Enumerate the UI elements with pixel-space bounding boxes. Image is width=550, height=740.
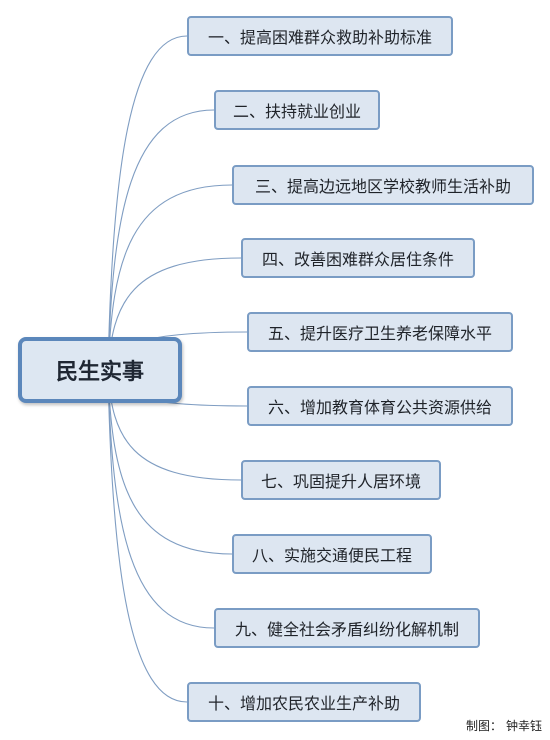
connector-line-1 (107, 35, 188, 373)
branch-topic-label: 四、改善困难群众居住条件 (261, 250, 454, 269)
branch-topic-7[interactable]: 七、巩固提升人居环境 (241, 460, 441, 500)
connector-line-10 (107, 371, 188, 703)
connector-line-9 (107, 371, 215, 629)
branch-topic-2[interactable]: 二、扶持就业创业 (214, 90, 380, 130)
branch-topic-4[interactable]: 四、改善困难群众居住条件 (241, 238, 475, 278)
branch-topic-label: 一、提高困难群众救助补助标准 (207, 28, 432, 47)
credit-author: 钟幸钰 (505, 719, 542, 733)
branch-topic-label: 七、巩固提升人居环境 (260, 472, 421, 491)
connector-line-3 (107, 184, 233, 373)
branch-topic-6[interactable]: 六、增加教育体育公共资源供给 (247, 386, 513, 426)
branch-topic-label: 五、提升医疗卫生养老保障水平 (267, 324, 492, 343)
branch-topic-label: 六、增加教育体育公共资源供给 (267, 398, 492, 417)
branch-topic-5[interactable]: 五、提升医疗卫生养老保障水平 (247, 312, 513, 352)
branch-topic-label: 二、扶持就业创业 (232, 102, 361, 121)
credit-caption: 制图：钟幸钰 (462, 717, 542, 734)
connector-line-2 (107, 109, 215, 373)
root-topic-label: 民生实事 (55, 360, 144, 385)
branch-topic-3[interactable]: 三、提高边远地区学校教师生活补助 (232, 165, 534, 205)
branch-topic-8[interactable]: 八、实施交通便民工程 (232, 534, 432, 574)
branch-topic-10[interactable]: 十、增加农民农业生产补助 (187, 682, 421, 722)
branch-topic-1[interactable]: 一、提高困难群众救助补助标准 (187, 16, 453, 56)
branch-topic-label: 十、增加农民农业生产补助 (207, 694, 400, 713)
credit-label: 制图： (465, 719, 502, 733)
branch-topic-label: 九、健全社会矛盾纠纷化解机制 (234, 620, 459, 639)
root-topic[interactable]: 民生实事 (18, 337, 182, 403)
branch-topic-label: 三、提高边远地区学校教师生活补助 (254, 177, 511, 196)
branch-topic-label: 八、实施交通便民工程 (251, 546, 412, 565)
branch-topic-9[interactable]: 九、健全社会矛盾纠纷化解机制 (214, 608, 480, 648)
connector-line-8 (107, 371, 233, 555)
